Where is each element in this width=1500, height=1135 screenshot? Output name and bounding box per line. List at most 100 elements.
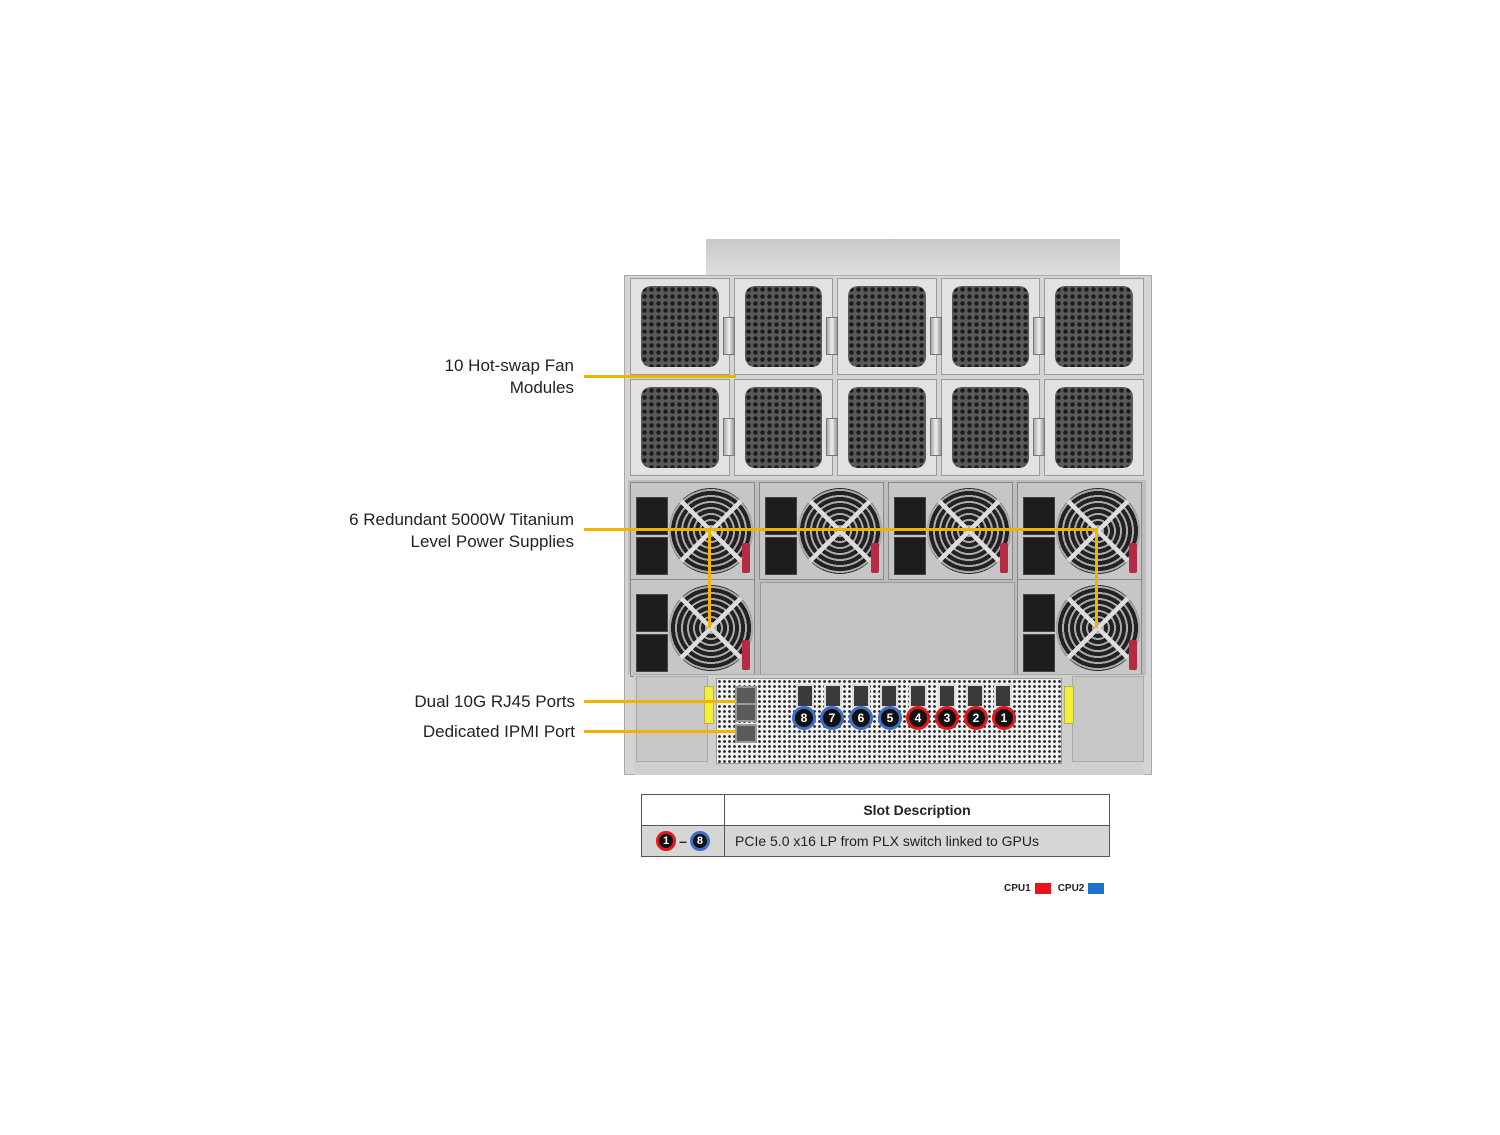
power-supply: [1017, 482, 1142, 580]
fan-module: [733, 278, 839, 375]
table-row: 1–8 PCIe 5.0 x16 LP from PLX switch link…: [641, 825, 1110, 857]
legend-cpu2-swatch: [1088, 883, 1105, 894]
callout-line-psu: [584, 528, 1097, 531]
fan-handle: [1033, 317, 1046, 355]
fan-module: [837, 379, 942, 476]
slot-range-cell: 1–8: [641, 825, 725, 857]
slot-badge-1: 1: [992, 706, 1016, 730]
fan-module: [733, 379, 839, 476]
psu-latch: [1129, 640, 1137, 670]
fan-grille-icon: [744, 387, 823, 468]
fan-module: [1044, 278, 1144, 375]
callout-line-rj45: [584, 700, 736, 703]
callout-psu: 6 Redundant 5000W Titanium Level Power S…: [300, 509, 574, 553]
callout-line-psu-right-drop: [1095, 528, 1098, 628]
callout-psu-line2: Level Power Supplies: [410, 532, 574, 551]
fan-handle: [722, 418, 735, 456]
pcie-slot-opening: [852, 684, 870, 708]
psu-latch: [871, 543, 879, 573]
pcie-slot-opening: [880, 684, 898, 708]
legend-cpu1-swatch: [1034, 883, 1051, 894]
rj45-port-2: [735, 703, 757, 722]
slot-badge-5: 5: [878, 706, 902, 730]
psu-fan-icon: [669, 488, 753, 574]
slot-badge-3: 3: [935, 706, 959, 730]
release-tab-right: [1064, 686, 1074, 724]
power-supply: [888, 482, 1013, 580]
fan-grille-icon: [744, 286, 823, 367]
release-tab-left: [704, 686, 714, 724]
slot-badge-6: 6: [849, 706, 873, 730]
fan-handle: [722, 317, 735, 355]
legend-cpu2-label: CPU2: [1057, 883, 1085, 894]
psu-latch: [742, 543, 750, 573]
psu-fan-icon: [1056, 585, 1140, 671]
slot-badge-2: 2: [964, 706, 988, 730]
slot-description-cell: PCIe 5.0 x16 LP from PLX switch linked t…: [724, 825, 1110, 857]
power-socket-icon: [1023, 537, 1055, 575]
fan-grille-icon: [848, 286, 926, 367]
fan-module: [630, 379, 735, 476]
power-socket-icon: [1023, 594, 1055, 632]
pcie-slot-opening: [994, 684, 1012, 708]
slot-description-table: Slot Description 1–8 PCIe 5.0 x16 LP fro…: [641, 794, 1110, 857]
fan-module: [940, 379, 1046, 476]
psu-latch: [742, 640, 750, 670]
callout-fans-line2: Modules: [509, 378, 574, 397]
callout-line-fans: [584, 375, 736, 378]
power-socket-icon: [636, 634, 668, 672]
fan-grille-icon: [641, 286, 719, 367]
callout-rj45: Dual 10G RJ45 Ports: [414, 692, 575, 711]
fan-handle: [929, 317, 942, 355]
fan-handle: [826, 418, 839, 456]
psu-latch: [1000, 543, 1008, 573]
range-dash: –: [679, 833, 687, 849]
psu-blank-panel: [760, 582, 1015, 675]
slot-badge-from: 1: [656, 831, 677, 851]
fan-module-bay: [630, 278, 1144, 476]
fan-handle: [1033, 418, 1046, 456]
fan-module: [630, 278, 735, 375]
pcie-slot-opening: [938, 684, 956, 708]
cpu-legend: CPU1 CPU2: [1004, 883, 1105, 894]
callout-line-psu-left-drop: [708, 528, 711, 628]
legend-cpu1-label: CPU1: [1004, 883, 1031, 894]
fan-handle: [826, 317, 839, 355]
table-header-slot-description: Slot Description: [724, 794, 1110, 826]
slot-badge-to: 8: [689, 831, 710, 851]
callout-fans-line1: 10 Hot-swap Fan: [444, 356, 574, 375]
callout-psu-line1: 6 Redundant 5000W Titanium: [349, 510, 574, 529]
fan-grille-icon: [641, 387, 719, 468]
fan-grille-icon: [951, 286, 1030, 367]
fan-module: [837, 278, 942, 375]
power-socket-icon: [636, 594, 668, 632]
fan-grille-icon: [1055, 286, 1133, 367]
fan-handle: [929, 418, 942, 456]
power-socket-icon: [1023, 634, 1055, 672]
psu-latch: [1129, 543, 1137, 573]
table-header-row: Slot Description: [641, 794, 1110, 826]
callout-line-ipmi: [584, 730, 736, 733]
slot-badge-7: 7: [820, 706, 844, 730]
slot-badge-4: 4: [906, 706, 930, 730]
pcie-slot-opening: [966, 684, 984, 708]
power-socket-icon: [636, 537, 668, 575]
power-socket-icon: [765, 537, 797, 575]
pcie-slot-opening: [909, 684, 927, 708]
fan-module: [940, 278, 1046, 375]
power-socket-icon: [894, 537, 926, 575]
psu-fan-icon: [669, 585, 753, 671]
power-supply: [1017, 579, 1142, 677]
psu-fan-icon: [798, 488, 882, 574]
fan-grille-icon: [951, 387, 1030, 468]
callout-fans: 10 Hot-swap Fan Modules: [380, 355, 574, 399]
ipmi-port: [735, 724, 757, 743]
callout-ipmi: Dedicated IPMI Port: [422, 722, 575, 741]
fan-grille-icon: [1055, 387, 1133, 468]
power-supply: [759, 482, 884, 580]
slot-badge-8: 8: [792, 706, 816, 730]
psu-fan-icon: [1056, 488, 1140, 574]
io-side-cover-left: [636, 676, 708, 762]
fan-grille-icon: [848, 387, 926, 468]
chassis-top-cover: [706, 239, 1120, 275]
